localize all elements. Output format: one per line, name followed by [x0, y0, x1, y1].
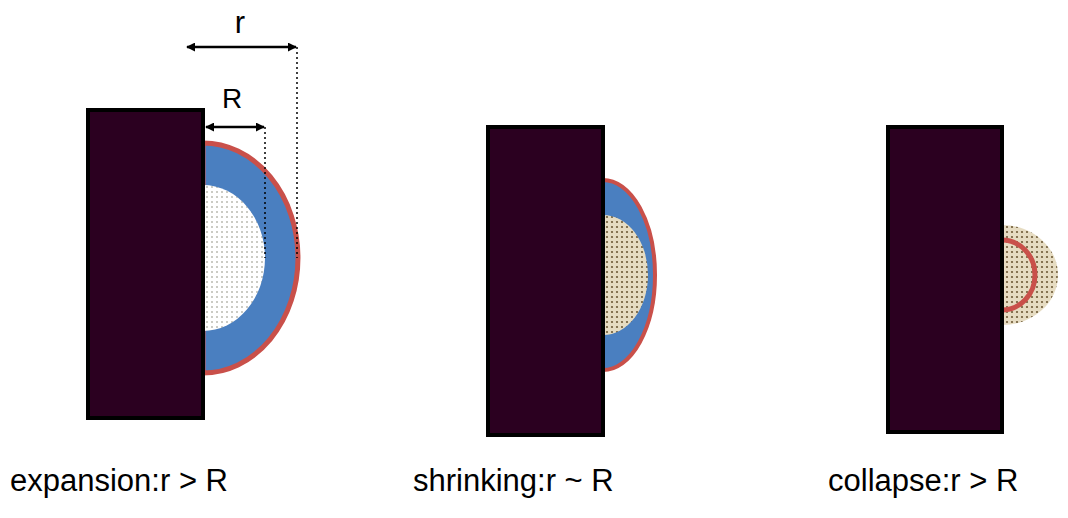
shrinking-bubble	[488, 127, 655, 435]
phase-caption: shrinking:r ~ R	[413, 464, 614, 498]
radius-label: R	[222, 84, 242, 115]
collapse-bubble	[888, 127, 1058, 432]
dimension-arrows	[187, 47, 297, 258]
phase-caption: collapse:r > R	[828, 464, 1018, 498]
phase-caption: expansion:r > R	[10, 464, 228, 498]
expansion-bubble	[88, 110, 298, 418]
radius-label: r	[235, 6, 245, 40]
